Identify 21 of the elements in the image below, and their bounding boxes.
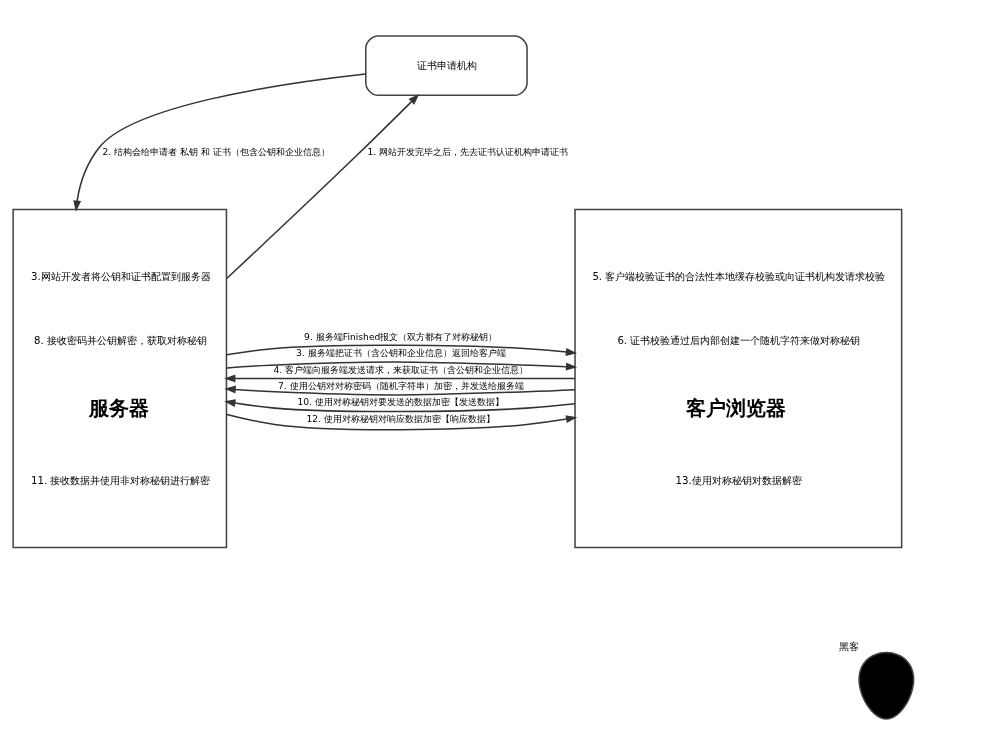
arrow (225, 361, 577, 371)
arrow (223, 399, 576, 413)
edge-label: 4. 客户端向服务端发送请求，来获取证书（含公钥和企业信息） (272, 363, 528, 375)
arrow (223, 385, 576, 396)
arrow (72, 73, 366, 212)
node-box: 证书申请机构 (364, 35, 528, 97)
arrow (223, 374, 576, 383)
arrow (225, 413, 577, 431)
node-box: 5. 客户端校验证书的合法性本地缓存校验或向证书机构发请求校验 6. 证书校验通过后内部创建一个随机字符来做对称秘钥 客户浏览器 13.使用对称秘钥对数据解密 (573, 208, 902, 549)
arrow (225, 93, 419, 280)
arrow (225, 344, 577, 356)
edge-label: 9. 服务端Finished报文（双方都有了对称秘钥） (303, 330, 497, 342)
edge-label: 2. 结构会给申请者 私钥 和 证书（包含公钥和企业信息） (102, 145, 330, 157)
node-box: 3.网站开发者将公钥和证书配置到服务器 8. 接收密码并公钥解密，获取对称秘钥 服务器 11. 接收数据并使用非对称秘钥进行解密 (11, 208, 227, 549)
edge-label: 10. 使用对称秘钥对要发送的数据加密【发送数据】 (296, 396, 504, 408)
node-person (857, 651, 914, 720)
edge-label: 12. 使用对称秘钥对响应数据加密【响应数据】 (305, 412, 495, 424)
edge-label: 1. 网站开发完毕之后，先去证书认证机构申请证书 (367, 145, 568, 157)
edge-label: 7. 使用公钥对对称密码（随机字符串）加密，并发送给服务端 (277, 379, 524, 391)
edge-label: 3. 服务端把证书（含公钥和企业信息）返回给客户端 (295, 347, 506, 359)
node-label: 黑客 (838, 640, 859, 652)
